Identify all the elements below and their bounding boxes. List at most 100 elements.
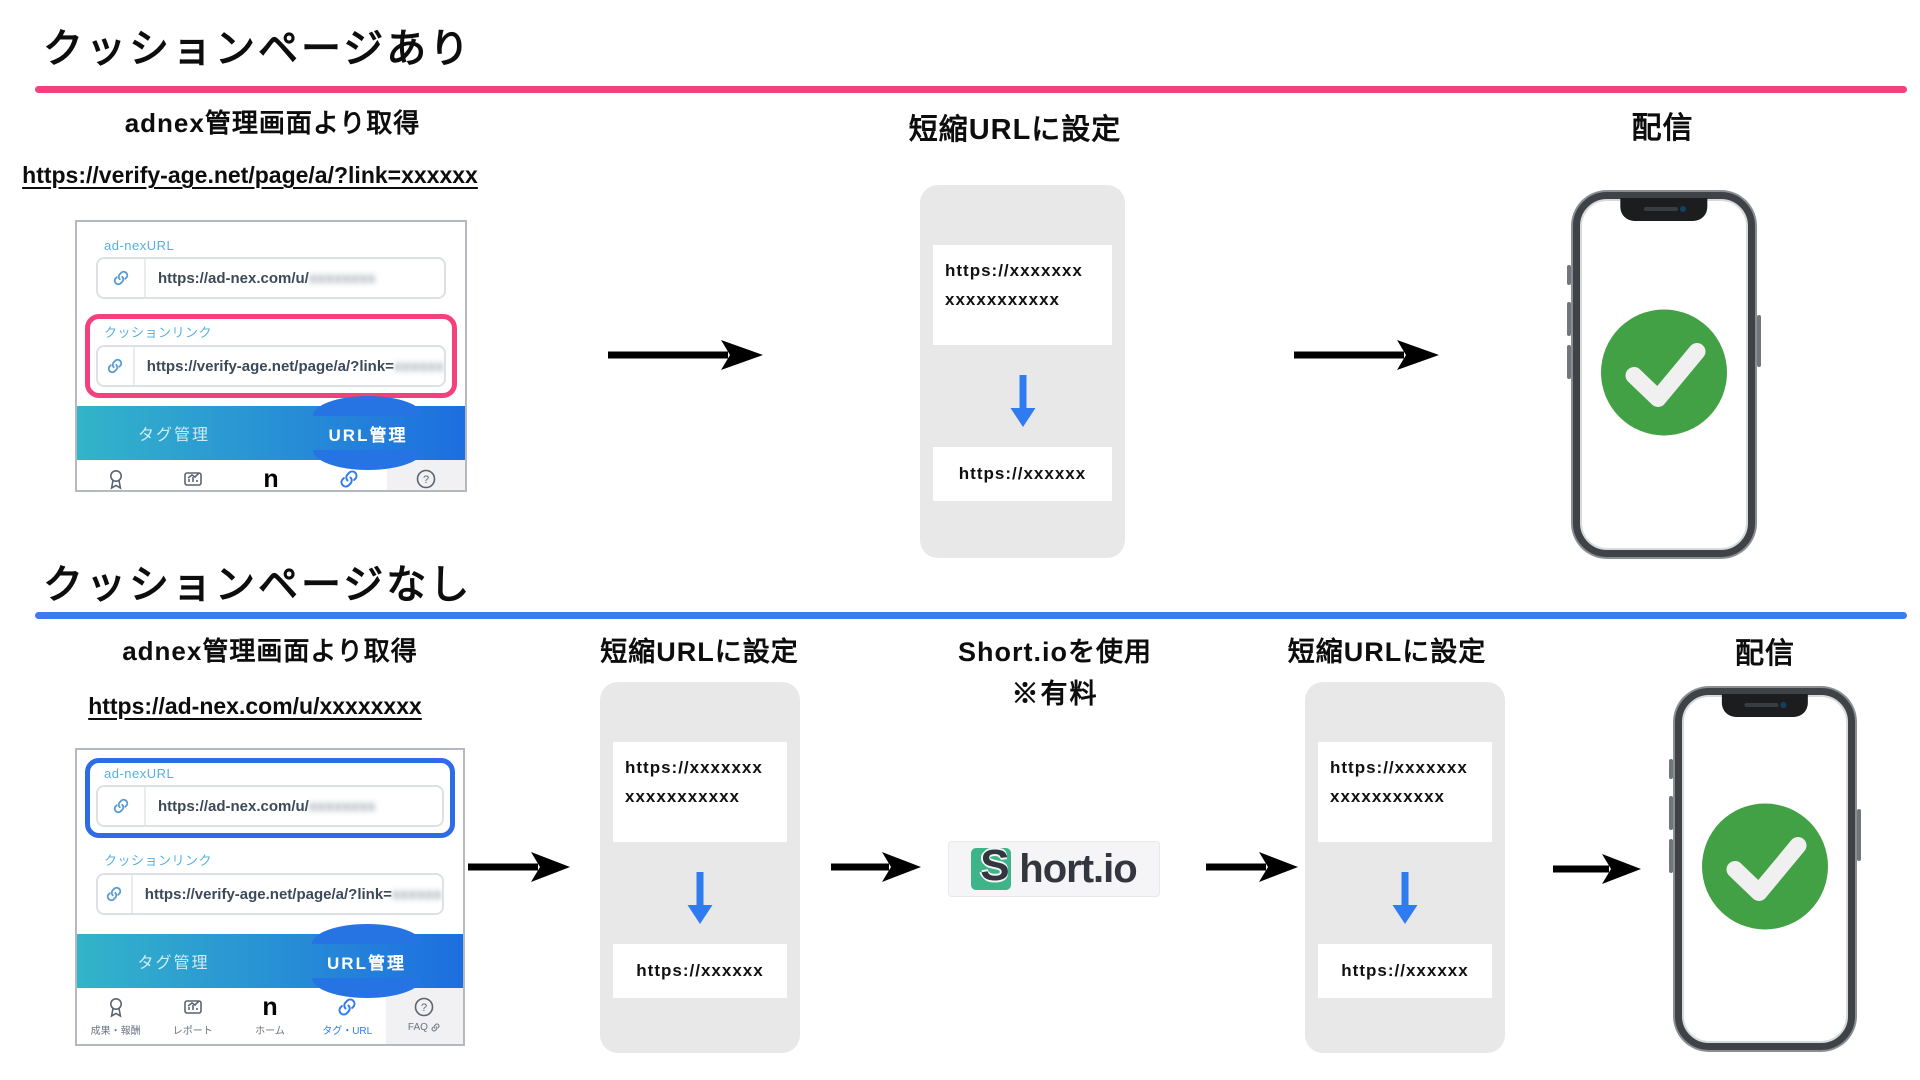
cushion-link-label: クッションリンク <box>104 325 213 340</box>
phone-mockup-bottom <box>1669 688 1861 1050</box>
selected-tab-wave <box>311 978 422 998</box>
down-arrow-icon <box>1010 375 1035 427</box>
cushion-link-field: クッションリンク https://verify-age.net/page/a/?… <box>85 842 455 926</box>
down-arrow-icon <box>1392 872 1418 924</box>
shorten-url-box-top: https://xxxxxxx xxxxxxxxxxx https://xxxx… <box>920 185 1125 558</box>
tab-bar: タグ管理 URL管理 <box>77 396 465 470</box>
long-url-box: https://xxxxxxx xxxxxxxxxxx <box>1318 742 1492 842</box>
down-arrow-icon <box>687 872 713 924</box>
nav-item-report[interactable]: レポート <box>154 988 231 1044</box>
tab-bar: タグ管理 URL管理 <box>77 924 463 998</box>
section-divider-pink <box>35 86 1907 93</box>
shortio-logo-mark: S <box>971 841 1021 891</box>
success-check-icon <box>1601 308 1727 435</box>
bottom-nav: 成果・報酬 レポート n ホーム タグ・URL ? FAQ <box>77 988 463 1044</box>
adnex-url-field: ad-nexURL https://ad-nex.com/u/xxxxxxxx <box>85 230 457 310</box>
adnex-url-masked: xxxxxxxx <box>308 269 376 287</box>
link-icon <box>431 1023 440 1032</box>
long-url-box: https://xxxxxxx xxxxxxxxxxx <box>933 245 1112 345</box>
selected-tab-wave <box>311 924 422 944</box>
report-chart-icon <box>183 1000 202 1014</box>
tab-tag-management[interactable]: タグ管理 <box>137 427 210 444</box>
short-url-box: https://xxxxxx <box>613 944 787 998</box>
flow-arrow <box>831 852 921 882</box>
bottom-nav: 成果・報酬 レポート n ホーム タグ・URL ? FAQ <box>77 460 465 492</box>
cushion-page-url-link[interactable]: https://verify-age.net/page/a/?link=xxxx… <box>22 162 478 188</box>
step-heading-delivery-top: 配信 <box>1631 112 1694 145</box>
nav-item-home[interactable]: n ホーム <box>255 993 285 1038</box>
adnex-url-input[interactable]: https://ad-nex.com/u/xxxxxxxx <box>96 257 446 299</box>
adnex-url-masked: xxxxxxxx <box>308 797 376 815</box>
question-icon: ? <box>416 469 436 489</box>
cushion-link-masked: xxxxxx <box>391 885 442 903</box>
cushion-link-label: クッションリンク <box>104 853 213 868</box>
link-icon <box>340 470 358 488</box>
nav-item-results[interactable]: 成果・報酬 <box>77 988 154 1044</box>
cushion-link-value: https://verify-age.net/page/a/?link= <box>146 357 394 375</box>
tab-url-management[interactable]: URL管理 <box>328 425 408 445</box>
adnex-url-link[interactable]: https://ad-nex.com/u/xxxxxxxx <box>88 693 422 719</box>
selected-tab-wave <box>313 396 423 416</box>
shorten-url-box-b2: https://xxxxxxx xxxxxxxxxxx https://xxxx… <box>1305 682 1505 1053</box>
cushion-link-input[interactable]: https://verify-age.net/page/a/?link=xxxx… <box>96 873 444 915</box>
step-heading-adnex-top: adnex管理画面より取得 <box>124 108 421 138</box>
nav-item-home[interactable]: n ホーム <box>232 460 310 492</box>
nav-item-report[interactable]: レポート <box>155 460 233 490</box>
svg-text:?: ? <box>423 474 429 486</box>
step-heading-shorten-b2: 短縮URLに設定 <box>1287 637 1487 667</box>
nav-item-tag-url[interactable]: タグ・URL <box>309 988 386 1044</box>
flow-arrow <box>468 852 570 882</box>
flow-arrow <box>1294 340 1439 370</box>
adnex-url-input[interactable]: https://ad-nex.com/u/xxxxxxxx <box>96 785 444 827</box>
nav-item-faq[interactable]: ? FAQ <box>385 988 463 1044</box>
adnex-url-value: https://ad-nex.com/u/ <box>158 269 309 287</box>
adnex-logo-icon: n <box>262 993 278 1021</box>
cushion-link-value: https://verify-age.net/page/a/?link= <box>144 885 392 903</box>
step-heading-shorten-top: 短縮URLに設定 <box>908 114 1122 146</box>
link-icon <box>338 998 356 1016</box>
adnex-admin-screenshot-bottom: ad-nexURL https://ad-nex.com/u/xxxxxxxx … <box>75 748 465 1046</box>
section-divider-blue <box>35 612 1907 619</box>
adnex-url-value: https://ad-nex.com/u/ <box>158 797 309 815</box>
shorten-url-box-b1: https://xxxxxxx xxxxxxxxxxx https://xxxx… <box>600 682 800 1053</box>
nav-item-results[interactable]: 成果・報酬 <box>77 460 155 490</box>
step-heading-shorten-b1: 短縮URLに設定 <box>600 637 799 667</box>
flow-arrow <box>1553 854 1641 884</box>
link-icon <box>98 875 133 913</box>
tab-url-management[interactable]: URL管理 <box>327 953 406 973</box>
flow-arrow <box>1206 852 1298 882</box>
award-icon <box>109 998 122 1018</box>
selected-tab-wave <box>313 450 423 470</box>
short-url-box: https://xxxxxx <box>933 447 1112 501</box>
adnex-url-label: ad-nexURL <box>104 766 175 781</box>
cushion-link-masked: xxxxxx <box>393 357 444 375</box>
flow-arrow <box>608 340 763 370</box>
step-heading-shortio: Short.ioを使用 <box>958 637 1152 667</box>
long-url-box: https://xxxxxxx xxxxxxxxxxx <box>613 742 787 842</box>
section-title-with-cushion: クッションページあり <box>43 27 473 71</box>
nav-item-tag-url[interactable]: タグ・URL <box>310 460 388 490</box>
link-icon <box>98 259 146 297</box>
adnex-url-field-highlighted: ad-nexURL https://ad-nex.com/u/xxxxxxxx <box>85 758 455 838</box>
award-icon <box>109 470 122 490</box>
adnex-logo-icon: n <box>263 465 279 492</box>
link-icon <box>98 787 146 825</box>
report-chart-icon <box>184 472 203 486</box>
step-heading-delivery-bottom: 配信 <box>1734 638 1795 670</box>
link-icon <box>98 347 135 385</box>
success-check-icon <box>1702 803 1828 930</box>
question-icon: ? <box>415 997 434 1017</box>
paid-note: ※有料 <box>1011 679 1099 709</box>
cushion-link-field-highlighted: クッションリンク https://verify-age.net/page/a/?… <box>85 314 457 398</box>
adnex-url-label: ad-nexURL <box>104 238 175 253</box>
tab-tag-management[interactable]: タグ管理 <box>137 955 210 972</box>
phone-notch <box>1721 694 1809 717</box>
step-heading-adnex-bottom: adnex管理画面より取得 <box>122 636 418 666</box>
adnex-admin-screenshot-top: ad-nexURL https://ad-nex.com/u/xxxxxxxx … <box>75 220 467 492</box>
cushion-link-input[interactable]: https://verify-age.net/page/a/?link=xxxx… <box>96 345 446 387</box>
phone-mockup-top <box>1567 192 1761 557</box>
svg-text:?: ? <box>421 1002 427 1014</box>
section-title-without-cushion: クッションページなし <box>43 563 473 607</box>
phone-notch <box>1620 198 1708 221</box>
